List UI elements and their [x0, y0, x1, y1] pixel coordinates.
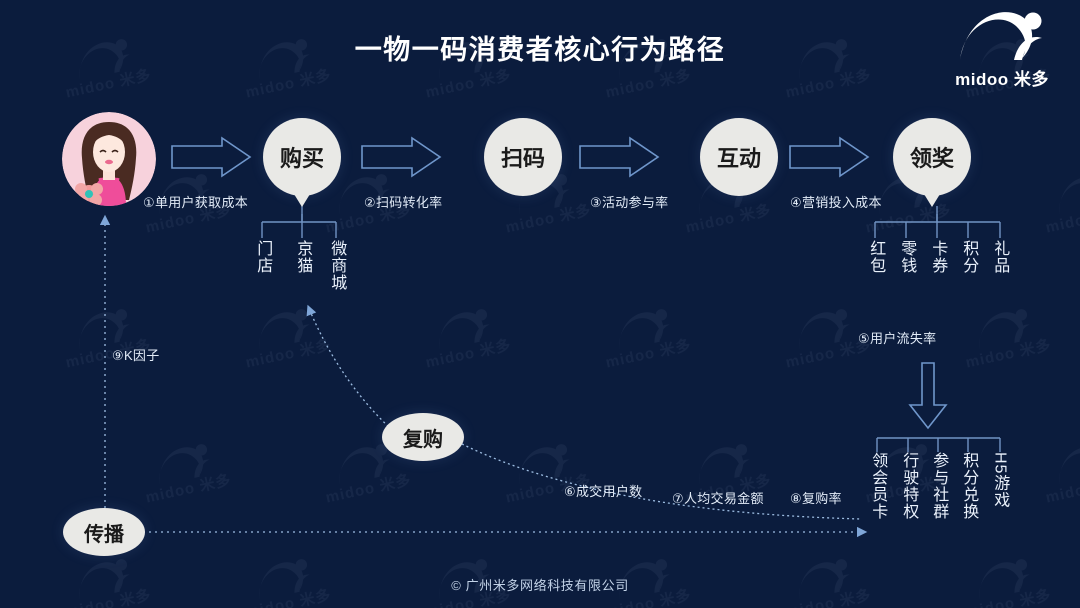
watermark-mark: midoo 米多 — [930, 309, 1080, 371]
reward-type-item: 零钱 — [898, 240, 916, 274]
logo-text: midoo 米多 — [955, 70, 1049, 89]
purchase-channel-item: 门店 — [254, 240, 272, 274]
metric-label-3: ③活动参与率 — [590, 195, 669, 210]
metric-label-9: ⑨K因子 — [112, 348, 160, 363]
retention-action-item: 领会员卡 — [869, 452, 887, 520]
flow-node-purchase-label: 购买 — [279, 146, 324, 171]
link-repurchase-to-wechat-mall — [306, 304, 393, 431]
footer-copyright: © 广州米多网络科技有限公司 — [451, 578, 629, 593]
flow-node-interact[interactable]: 互动 — [700, 118, 778, 196]
metric-label-6: ⑥成交用户数 — [564, 484, 643, 499]
arrow-4 — [789, 136, 870, 178]
metric-label-5: ⑤用户流失率 — [858, 331, 937, 346]
flow-node-scan-label: 扫码 — [500, 146, 545, 171]
retention-action-item: 参与社群 — [930, 452, 948, 520]
reward-type-item: 红包 — [867, 240, 885, 274]
metric-label-1: ①单用户获取成本 — [143, 195, 249, 210]
speech-tail — [924, 194, 940, 207]
midoo-swoosh-icon — [960, 12, 1042, 60]
watermark-mark: midoo 米多 — [110, 444, 260, 506]
flow-node-purchase[interactable]: 购买 — [263, 118, 341, 207]
retention-action-item: H5游戏 — [991, 452, 1009, 509]
metric-label-7: ⑦人均交易金额 — [672, 491, 764, 506]
flow-node-spread[interactable]: 传播 — [63, 508, 145, 556]
watermark-mark: midoo 米多 — [390, 309, 540, 371]
page-title: 一物一码消费者核心行为路径 — [354, 35, 726, 65]
flow-node-repurchase-label: 复购 — [403, 428, 443, 451]
link-repurchase-to-retention — [461, 443, 863, 520]
reward-type-item: 卡券 — [929, 240, 947, 274]
consumer-avatar — [62, 112, 156, 206]
purchase-bracket — [261, 206, 337, 238]
arrow-2 — [361, 136, 442, 178]
retention-action-item: 积分兑换 — [960, 452, 978, 520]
flow-node-reward-label: 领奖 — [909, 146, 954, 171]
reward-type-item: 礼品 — [991, 240, 1009, 274]
reward-type-item: 积分 — [960, 240, 978, 274]
speech-tail — [294, 194, 310, 207]
metric-label-4: ④营销投入成本 — [790, 195, 882, 210]
watermark-mark: midoo 米多 — [1010, 175, 1080, 236]
arrow-1 — [171, 136, 252, 178]
purchase-channel-item: 京猫 — [294, 240, 312, 274]
retention-action-item: 行驶特权 — [900, 452, 918, 520]
watermark-mark: midoo 米多 — [210, 309, 360, 371]
flow-node-reward[interactable]: 领奖 — [893, 118, 971, 207]
flow-node-scan[interactable]: 扫码 — [484, 118, 562, 196]
metric-label-2: ②扫码转化率 — [364, 195, 443, 210]
reward-bracket — [874, 206, 1001, 238]
purchase-channel-item: 微商城 — [328, 240, 346, 291]
watermark-mark: midoo 米多 — [1010, 445, 1080, 506]
flow-node-spread-label: 传播 — [84, 523, 124, 546]
arrow-user-churn — [908, 362, 948, 430]
retention-bracket — [876, 437, 1001, 452]
arrow-3 — [579, 136, 660, 178]
flow-node-repurchase[interactable]: 复购 — [382, 413, 464, 461]
brand-logo: midoo 米多 — [942, 8, 1062, 89]
metric-label-8: ⑧复购率 — [790, 491, 842, 506]
watermark-mark: midoo 米多 — [570, 309, 720, 371]
flow-node-interact-label: 互动 — [716, 146, 761, 171]
